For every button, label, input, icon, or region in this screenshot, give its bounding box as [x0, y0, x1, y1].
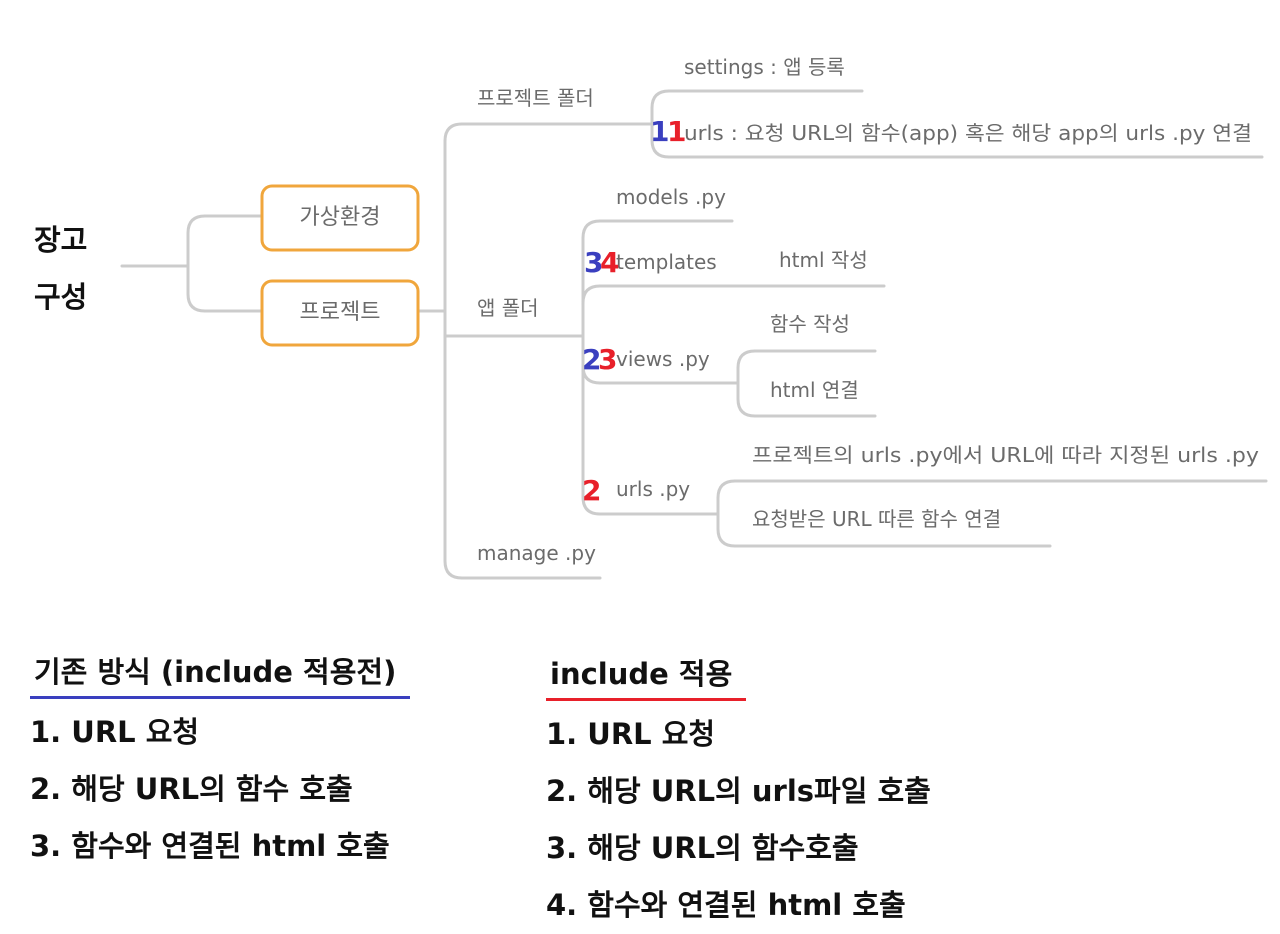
branch-label-project: 프로젝트	[300, 300, 381, 325]
branch-label-virtualenv: 가상환경	[300, 205, 381, 230]
branch-box-project	[260, 279, 420, 347]
include-method-title-wrap: include 적용	[546, 654, 747, 701]
include-method-list: 1. URL 요청 2. 해당 URL의 urls파일 호출 3. 해당 URL…	[546, 706, 931, 934]
branch-box-virtualenv	[260, 184, 420, 252]
list-item: 4. 함수와 연결된 html 호출	[546, 888, 906, 922]
mindmap-diagram: 장고 구성 가상환경 프로젝트 프로젝트 폴더 settings : 앱 등록 …	[34, 55, 1268, 580]
marker-blue-templates: 3	[584, 246, 603, 279]
node-templates-html: html 작성	[779, 248, 868, 272]
node-views: views .py	[616, 347, 710, 371]
legacy-method-title: 기존 방식 (include 적용전)	[34, 655, 397, 689]
node-manage: manage .py	[477, 541, 596, 565]
node-models: models .py	[616, 185, 726, 209]
node-app-folder: 앱 폴더	[477, 296, 539, 320]
node-app-urls-desc2: 요청받은 URL 따른 함수 연결	[752, 507, 1001, 531]
list-item: 2. 해당 URL의 urls파일 호출	[546, 774, 931, 808]
include-method-title: include 적용	[550, 657, 733, 691]
legacy-method-section: 기존 방식 (include 적용전) 1. URL 요청 2. 해당 URL의…	[30, 652, 411, 875]
node-settings: settings : 앱 등록	[684, 55, 845, 79]
list-item: 3. 함수와 연결된 html 호출	[30, 829, 390, 863]
list-item: 1. URL 요청	[30, 715, 200, 749]
node-views-function: 함수 작성	[770, 312, 850, 336]
list-item: 2. 해당 URL의 함수 호출	[30, 772, 353, 806]
marker-blue-project-urls: 1	[650, 115, 669, 148]
legacy-method-list: 1. URL 요청 2. 해당 URL의 함수 호출 3. 함수와 연결된 ht…	[30, 704, 410, 875]
root-label-line1: 장고	[34, 223, 87, 257]
list-item: 1. URL 요청	[546, 717, 716, 751]
node-project-urls: urls : 요청 URL의 함수(app) 혹은 해당 app의 urls .…	[684, 121, 1252, 145]
node-app-urls: urls .py	[616, 477, 690, 501]
marker-blue-views: 2	[582, 343, 601, 376]
include-method-underline	[546, 698, 747, 701]
legacy-method-title-wrap: 기존 방식 (include 적용전)	[30, 652, 411, 699]
marker-red-app-urls: 2	[582, 474, 601, 507]
node-app-urls-desc1: 프로젝트의 urls .py에서 URL에 따라 지정된 urls .py	[752, 443, 1259, 467]
legacy-method-underline	[30, 696, 411, 699]
connector-lines	[120, 89, 1268, 580]
node-templates: templates	[616, 250, 717, 274]
marker-red-project-urls: 1	[667, 115, 686, 148]
node-views-html: html 연결	[770, 378, 859, 402]
include-method-section: include 적용 1. URL 요청 2. 해당 URL의 urls파일 호…	[546, 654, 931, 934]
marker-red-views: 3	[598, 343, 617, 376]
list-item: 3. 해당 URL의 함수호출	[546, 831, 859, 865]
root-label-line2: 구성	[34, 280, 87, 314]
marker-red-templates: 4	[600, 246, 619, 279]
node-project-folder: 프로젝트 폴더	[477, 86, 594, 110]
